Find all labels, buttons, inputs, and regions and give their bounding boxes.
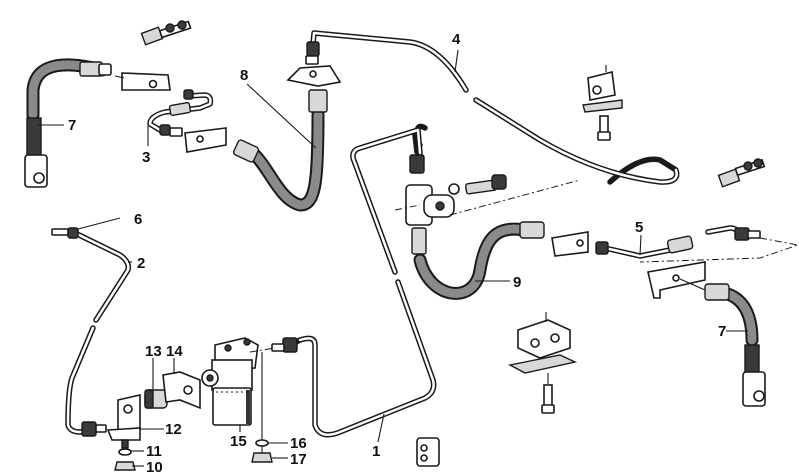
callout-11: 11: [146, 443, 162, 460]
callout-3: 3: [142, 149, 150, 166]
callout-12: 12: [165, 421, 182, 438]
washer-16: [255, 439, 269, 447]
brake-pipe-5: [595, 225, 761, 259]
mounting-bracket-12: [106, 393, 141, 449]
callout-16: 16: [290, 435, 307, 452]
brake-hose-8: [232, 89, 328, 212]
brake-hose-left: [24, 58, 112, 188]
brake-pipe-3: [147, 89, 214, 137]
brake-hose-right: [704, 283, 766, 407]
callout-14: 14: [166, 343, 183, 360]
bolt-clip-right: [717, 158, 766, 188]
bracket-plate-14: [162, 371, 201, 410]
nut-10: [114, 461, 136, 471]
brake-pipe-1: [271, 127, 437, 438]
pipe-clip-small: [416, 437, 440, 467]
hose-bracket-right: [551, 231, 589, 257]
hose-bracket-top: [121, 72, 171, 91]
callout-17: 17: [290, 451, 307, 468]
callout-10: 10: [146, 459, 163, 473]
pipe-support-bracket: [286, 65, 342, 87]
pressure-regulator-15: [201, 337, 259, 426]
callout-15: 15: [230, 433, 247, 450]
bolt-clip-top-left: [140, 20, 192, 46]
callout-7-right: 7: [718, 323, 726, 340]
callout-1: 1: [372, 443, 380, 460]
callout-13: 13: [145, 343, 162, 360]
nut-17: [251, 452, 273, 463]
brake-pipe-2: [51, 227, 132, 437]
t-fitting: [405, 123, 507, 255]
washer-11: [118, 448, 132, 456]
pipe-clip-upper-right: [582, 65, 623, 141]
callout-6: 6: [134, 211, 142, 228]
connector-13: [144, 389, 168, 409]
callout-7-left: 7: [68, 117, 76, 134]
callout-leaders: [38, 49, 748, 467]
hose-bracket-lower-right: [647, 261, 706, 299]
hose-bracket-mid: [184, 127, 227, 153]
callout-2: 2: [137, 255, 145, 272]
callout-5: 5: [635, 219, 643, 236]
callout-9: 9: [513, 274, 521, 291]
callout-4: 4: [452, 31, 461, 48]
brake-hose-9: [413, 221, 545, 300]
pipe-clip-lower: [507, 312, 578, 414]
callout-8: 8: [240, 67, 248, 84]
brake-pipe-4: [305, 30, 680, 185]
callout-labels: 1 2 3 4 5 6 7 7 8 9 10 11 12 13 14 15 16…: [68, 31, 726, 473]
